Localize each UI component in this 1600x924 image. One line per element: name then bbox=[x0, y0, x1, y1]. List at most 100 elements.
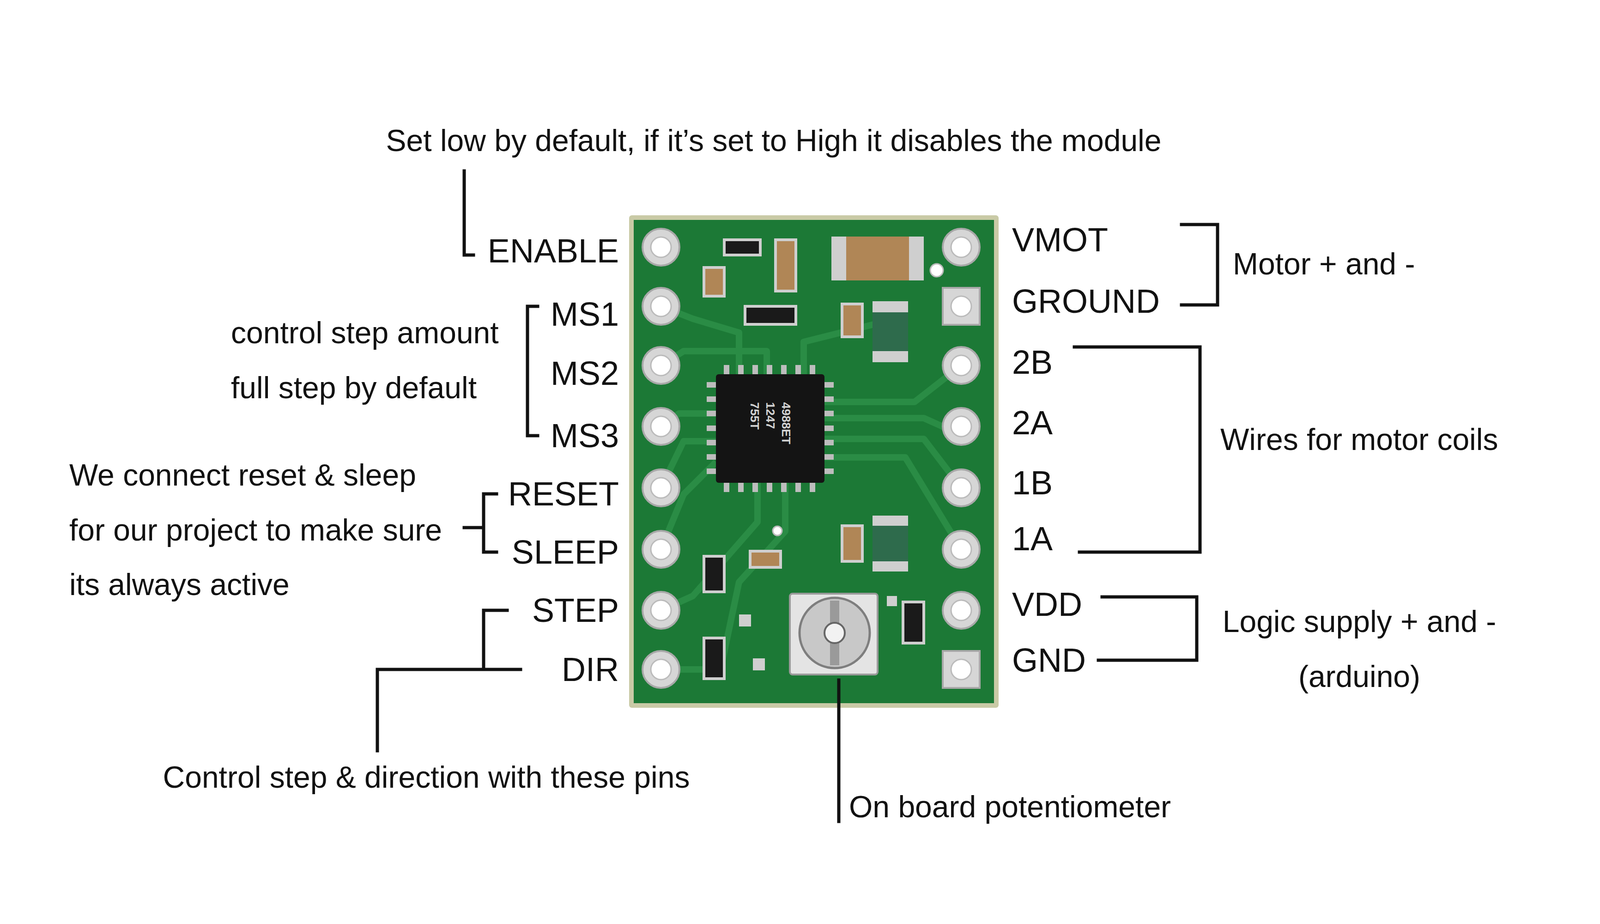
pin-pad bbox=[942, 346, 980, 384]
pin-label: MS3 bbox=[550, 415, 619, 456]
capacitor-end bbox=[872, 561, 909, 572]
pad-hole bbox=[650, 659, 672, 680]
pin-label: STEP bbox=[532, 590, 619, 631]
potentiometer-dial bbox=[799, 597, 870, 668]
pad-hole bbox=[650, 236, 672, 258]
note-text: Control step & direction with these pins bbox=[163, 758, 691, 796]
pin-label: 1B bbox=[1012, 462, 1053, 503]
chip-pin bbox=[823, 425, 834, 431]
capacitor bbox=[872, 301, 909, 363]
capacitor-end bbox=[909, 236, 924, 281]
pin-label: GND bbox=[1012, 640, 1086, 680]
pad-hole bbox=[650, 539, 672, 560]
board-trace bbox=[824, 438, 962, 488]
note-text: control step amount full step by default bbox=[230, 305, 521, 416]
capacitor-end bbox=[831, 236, 847, 281]
chip-pin bbox=[706, 454, 717, 460]
pin-label: 1A bbox=[1012, 518, 1053, 559]
bracket bbox=[377, 610, 521, 751]
pad-hole bbox=[951, 296, 972, 317]
note-text: Set low by default, if it’s set to High … bbox=[385, 122, 1162, 159]
pad-hole bbox=[951, 600, 972, 621]
pad-hole bbox=[650, 296, 672, 317]
pin-pad bbox=[642, 346, 680, 384]
capacitor bbox=[831, 236, 924, 281]
pin-pad bbox=[942, 228, 980, 266]
pin-label: VDD bbox=[1012, 584, 1083, 625]
resistor bbox=[724, 239, 761, 255]
board-trace bbox=[824, 418, 962, 427]
chip-pin bbox=[752, 364, 758, 376]
pad-hole bbox=[650, 600, 672, 621]
capacitor-end bbox=[872, 301, 909, 313]
capacitor bbox=[703, 267, 725, 297]
resistor bbox=[703, 637, 725, 679]
pin-pad bbox=[942, 287, 980, 325]
pin-label: 2B bbox=[1012, 342, 1053, 382]
chip-pin bbox=[723, 364, 730, 376]
via bbox=[772, 526, 782, 536]
chip-pin bbox=[706, 381, 717, 388]
pad-hole bbox=[951, 416, 972, 437]
potentiometer-body bbox=[789, 593, 878, 675]
pin-pad bbox=[642, 530, 680, 568]
chip-pin bbox=[738, 481, 744, 492]
chip-pin bbox=[809, 364, 816, 376]
solder-pad bbox=[752, 658, 765, 671]
solder-pad bbox=[739, 614, 752, 627]
bracket bbox=[464, 493, 497, 552]
pin-pad bbox=[642, 650, 680, 688]
pad-hole bbox=[650, 477, 672, 498]
pin-pad bbox=[942, 591, 980, 629]
pin-pad bbox=[642, 407, 680, 445]
bracket bbox=[1098, 596, 1197, 661]
note-text: Logic supply + and - (arduino) bbox=[1206, 593, 1512, 704]
chip-pin bbox=[706, 425, 717, 431]
chip-pin bbox=[723, 481, 730, 492]
pin-pad bbox=[942, 650, 980, 688]
pin-label: DIR bbox=[561, 649, 619, 690]
chip-pin bbox=[766, 481, 773, 492]
pad-hole bbox=[951, 659, 972, 680]
pin-label: MS2 bbox=[550, 353, 619, 394]
pin-label: MS1 bbox=[550, 294, 619, 334]
resistor bbox=[745, 306, 796, 325]
note-text: Wires for motor coils bbox=[1220, 421, 1498, 458]
circuit-board bbox=[633, 219, 994, 704]
pin-label: ENABLE bbox=[487, 230, 619, 271]
pin-label: SLEEP bbox=[511, 532, 619, 572]
pin-pad bbox=[942, 530, 980, 568]
chip-pin bbox=[781, 364, 787, 376]
leader-line bbox=[464, 170, 474, 255]
chip-pin bbox=[809, 481, 816, 492]
chip-pin bbox=[823, 381, 834, 388]
chip-pin bbox=[795, 481, 801, 492]
pin-pad bbox=[642, 469, 680, 507]
board-trace bbox=[824, 365, 962, 402]
pin-label: 2A bbox=[1012, 402, 1053, 443]
bracket bbox=[527, 306, 538, 436]
chip-marking: 4988ET 1247 755T bbox=[746, 401, 794, 455]
pad-hole bbox=[951, 477, 972, 498]
chip-pin bbox=[706, 410, 717, 417]
capacitor bbox=[775, 239, 796, 291]
bracket bbox=[1181, 224, 1218, 305]
resistor bbox=[903, 601, 924, 643]
pin-label: GROUND bbox=[1012, 281, 1160, 322]
resistor bbox=[703, 556, 725, 592]
chip-pin bbox=[738, 364, 744, 376]
note-text: Motor + and - bbox=[1232, 245, 1415, 283]
capacitor bbox=[872, 515, 909, 572]
potentiometer-center bbox=[824, 622, 845, 643]
pin-pad bbox=[642, 228, 680, 266]
chip-pin bbox=[706, 439, 717, 446]
bracket bbox=[1074, 346, 1200, 552]
pin-label: VMOT bbox=[1012, 219, 1109, 260]
note-text: On board potentiometer bbox=[848, 788, 1171, 825]
pad-hole bbox=[951, 355, 972, 376]
pad-hole bbox=[650, 416, 672, 437]
solder-pad bbox=[886, 595, 897, 607]
chip-pin bbox=[823, 439, 834, 446]
mounting-hole bbox=[930, 263, 944, 277]
chip-pin bbox=[781, 481, 787, 492]
